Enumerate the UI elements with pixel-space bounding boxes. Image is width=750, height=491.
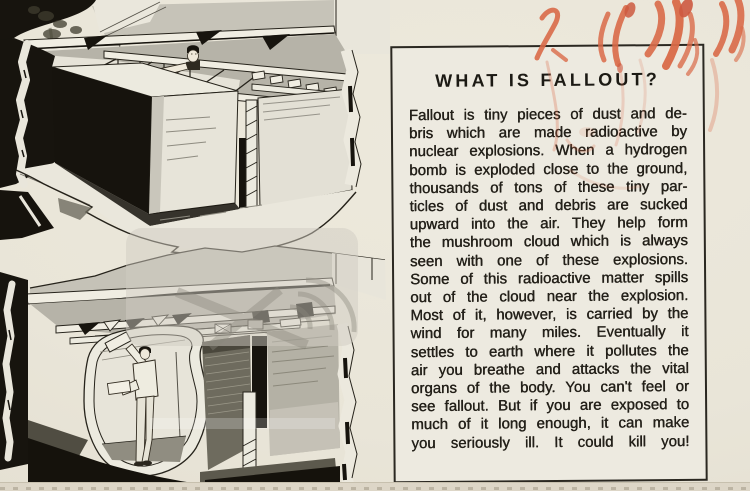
right-torn-edge [336,322,358,490]
body-line: Fallout is tiny pieces of dust and de- [408,104,687,125]
body-line: settles to earth where it pollutes the [410,341,689,361]
what-is-fallout-box: WHAT IS FALLOUT? Fallout is tiny pieces … [390,43,708,484]
body-line: thousands of tons of these tiny par- [409,177,688,197]
body-line: seen with one of these explosions. [409,250,689,270]
upper-floor-walls [92,0,390,55]
body-line: bomb is exploded close to the ground, [409,159,688,179]
body-line: bris which are made radioactive by [408,123,688,143]
right-wall [257,88,353,209]
figure-shelter-interior [0,245,386,491]
body-line: nuclear explosions. When a hydrogen [409,141,688,161]
left-torn-edge [0,38,55,188]
body-line: much of it long enough, it can make [411,414,690,434]
left-torn-edge [0,272,28,470]
body-line: the mushroom cloud which is always [409,232,688,252]
box-body-paragraph: Fallout is tiny pieces of dust and de- b… [409,105,690,453]
right-column [239,99,258,209]
body-line: wind for many miles. Eventually it [410,323,689,343]
body-line: upward into the air. They help form [409,214,688,234]
shelter-block [51,62,240,226]
body-line: Most of it, however, is carried by the [410,305,689,325]
man-working [106,343,159,467]
figure-shelter-construction [0,0,390,255]
shelter-front-wall [202,324,340,490]
body-line: Some of this radioactive matter spills [410,268,689,288]
body-line: ticles of dust and debris are sucked [409,195,688,216]
right-torn-edge [340,48,362,188]
body-line: air you breathe and attacks the vital [410,359,689,379]
body-line: organs of the body. You can't feel or [410,377,690,398]
body-line: you seriously ill. It could kill you! [411,432,690,452]
body-line: out of the cloud near the explosion. [410,286,689,307]
body-line: see fallout. But if you are exposed to [411,396,690,416]
box-title: WHAT IS FALLOUT? [435,69,661,91]
page-bottom-edge [0,482,750,491]
